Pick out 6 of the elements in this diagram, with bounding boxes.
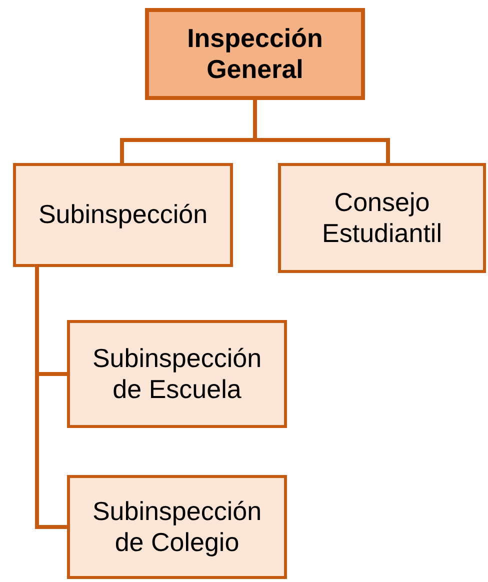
org-box: Inspección General bbox=[145, 8, 365, 100]
org-box: Consejo Estudiantil bbox=[278, 163, 486, 273]
org-box: Subinspección de Escuela bbox=[67, 320, 287, 428]
org-box: Subinspección de Colegio bbox=[67, 475, 287, 579]
org-box: Subinspección bbox=[13, 163, 233, 267]
connector-line bbox=[35, 267, 67, 529]
